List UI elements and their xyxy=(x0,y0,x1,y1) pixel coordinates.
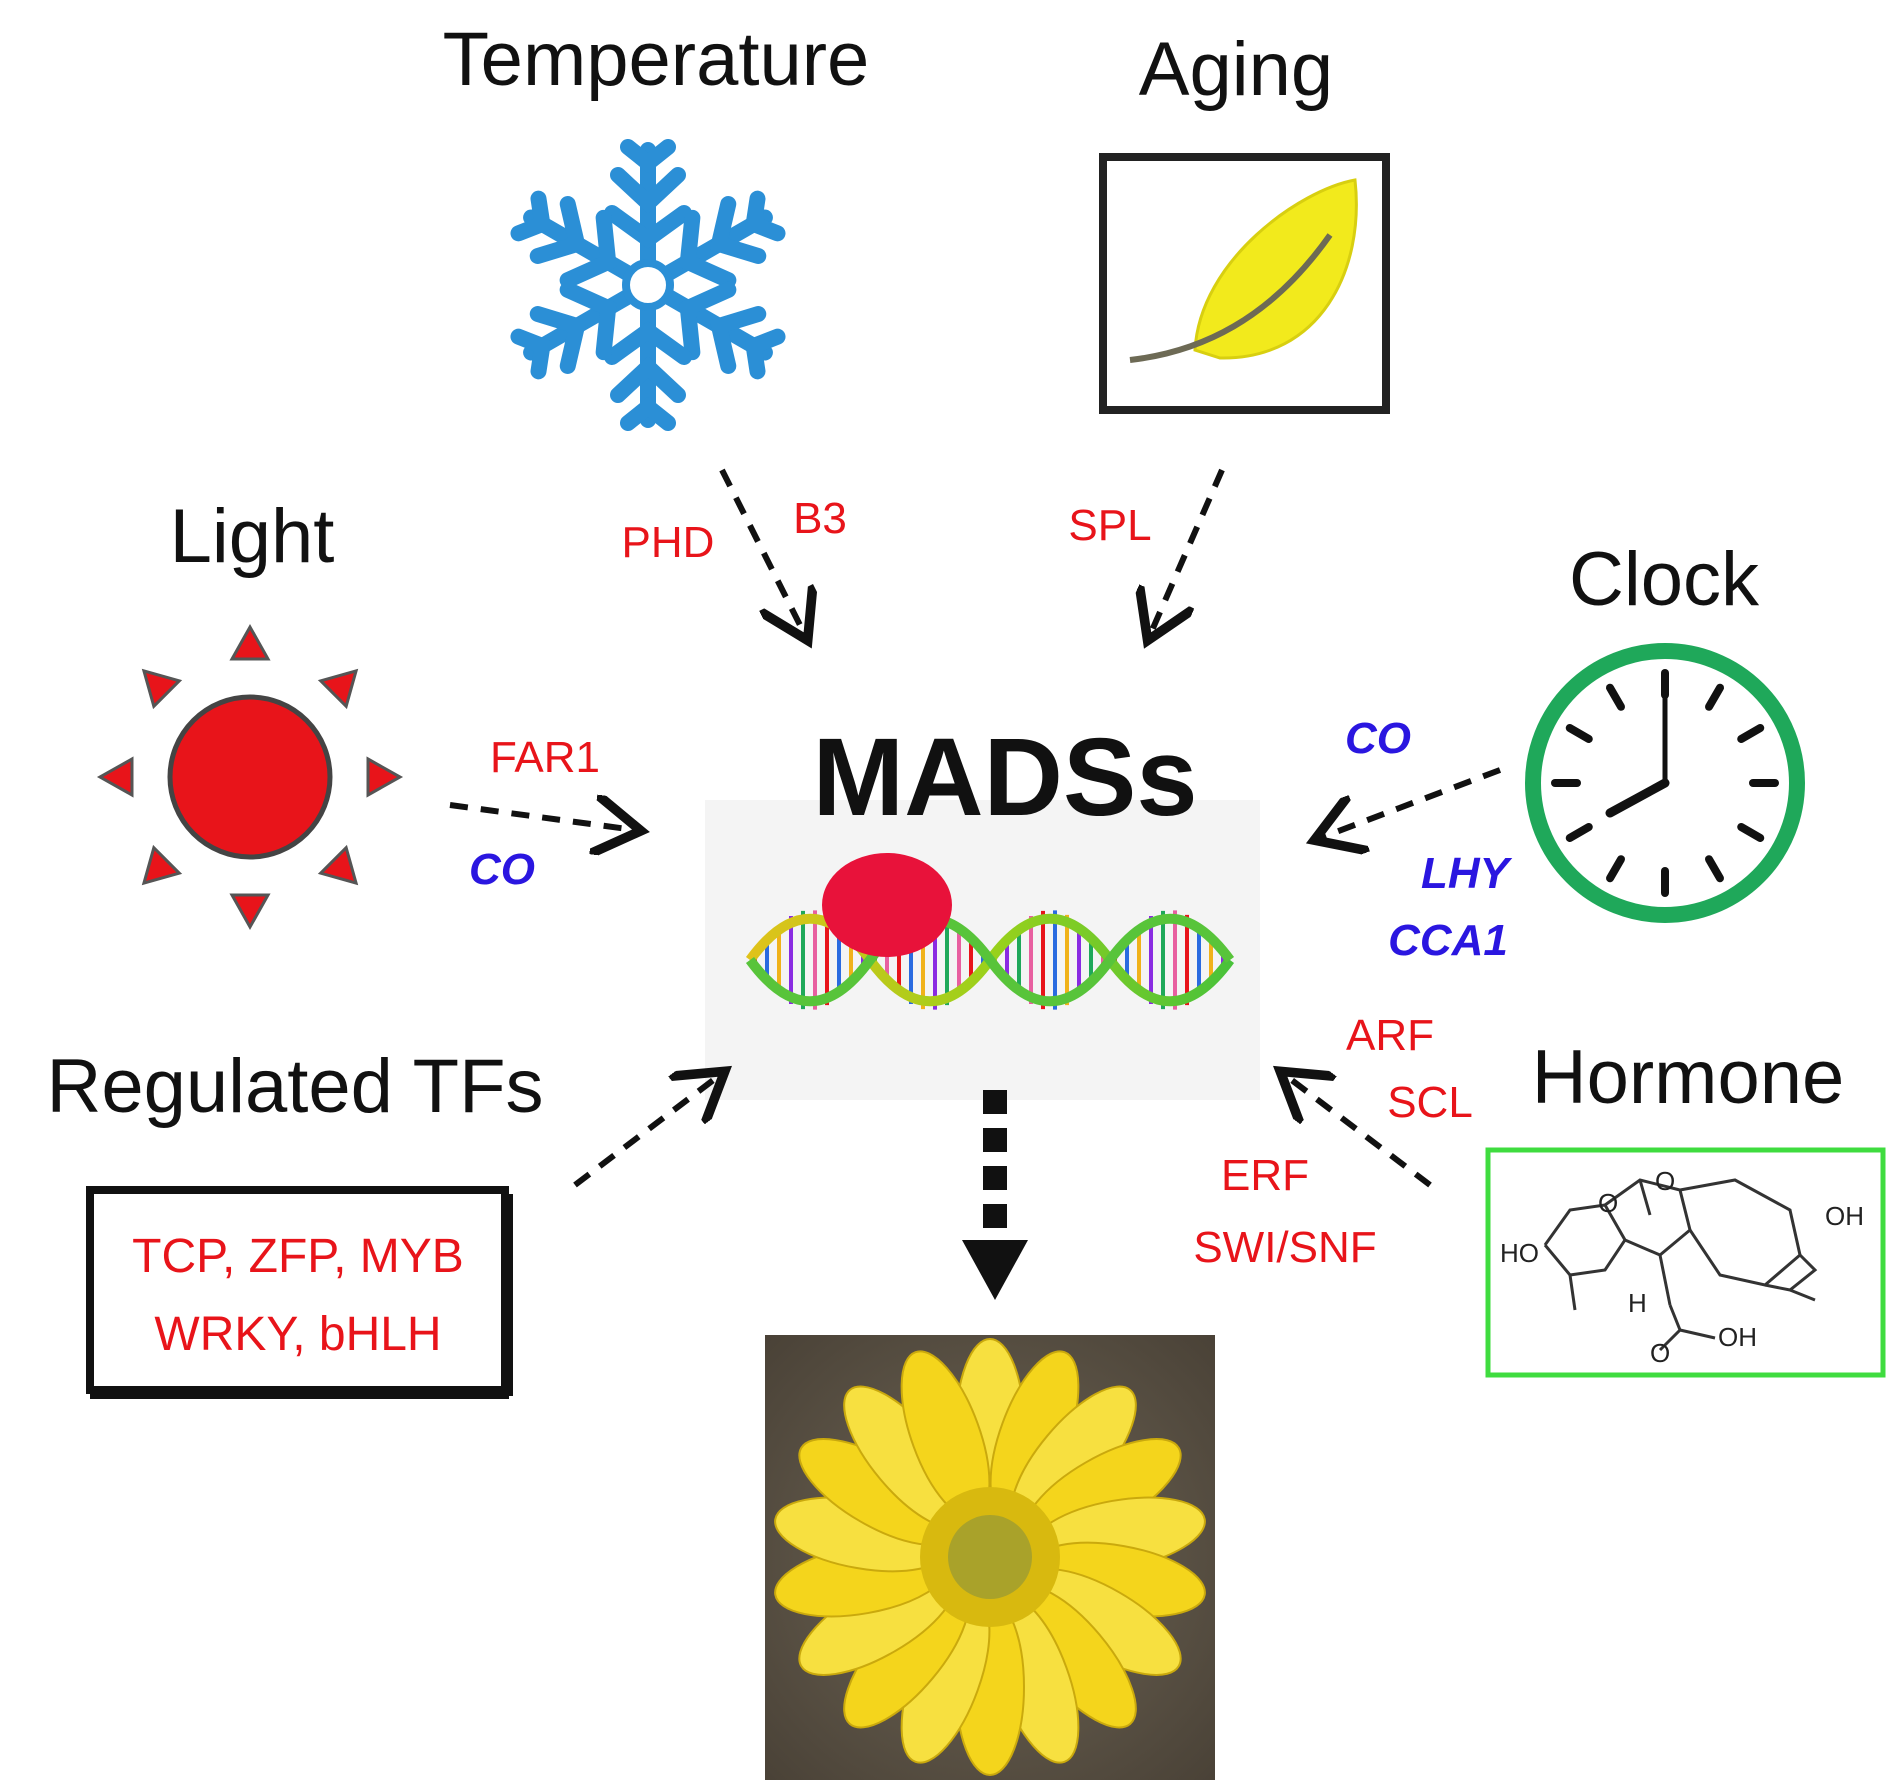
regulator-co-light: CO xyxy=(469,845,535,894)
regulator-erf: ERF xyxy=(1221,1151,1309,1200)
regulator-far1: FAR1 xyxy=(490,733,600,782)
protein-ellipse-icon xyxy=(822,853,952,957)
regulator-swi-snf: SWI/SNF xyxy=(1193,1223,1376,1272)
clock-title: Clock xyxy=(1569,537,1760,622)
atom-ho: HO xyxy=(1500,1238,1539,1268)
atom-oh-acid: OH xyxy=(1718,1322,1757,1352)
tfs-arrow xyxy=(573,1075,720,1188)
tfs-line-2: WRKY, bHLH xyxy=(154,1308,441,1361)
regulated-tfs-box: TCP, ZFP, MYB WRKY, bHLH xyxy=(86,1186,513,1399)
gibberellin-structure-icon: HO OH O O H O OH xyxy=(1485,1147,1886,1378)
tfs-line-1: TCP, ZFP, MYB xyxy=(132,1230,464,1283)
regulator-b3: B3 xyxy=(793,494,847,543)
leaf-icon xyxy=(1099,153,1390,414)
yellow-flower-icon xyxy=(765,1335,1215,1780)
output-arrow xyxy=(962,1090,1028,1300)
atom-o-bridge: O xyxy=(1598,1188,1618,1218)
clock-hour-hand xyxy=(1605,778,1670,818)
clock-icon xyxy=(1525,643,1805,923)
atom-o-top: O xyxy=(1655,1166,1675,1196)
atom-oh-right: OH xyxy=(1825,1201,1864,1231)
regulator-scl: SCL xyxy=(1387,1078,1473,1127)
atom-o-acid: O xyxy=(1650,1338,1670,1368)
regulator-phd: PHD xyxy=(622,518,715,567)
sun-icon xyxy=(96,623,404,931)
hormone-title: Hormone xyxy=(1532,1035,1845,1120)
regulated-tfs-title: Regulated TFs xyxy=(46,1044,543,1129)
aging-title: Aging xyxy=(1139,27,1333,112)
aging-arrow xyxy=(1150,468,1225,635)
madss-title: MADSs xyxy=(812,716,1197,839)
clock-arrow xyxy=(1320,767,1502,838)
regulator-cca1: CCA1 xyxy=(1388,916,1508,965)
regulator-arf: ARF xyxy=(1346,1011,1434,1060)
arrows xyxy=(449,468,1502,1188)
light-arrow xyxy=(449,805,635,830)
atom-h: H xyxy=(1628,1288,1647,1318)
snowflake-icon xyxy=(510,139,785,423)
temperature-title: Temperature xyxy=(443,17,870,102)
regulator-spl: SPL xyxy=(1068,501,1151,550)
regulator-co-clock: CO xyxy=(1345,714,1411,763)
regulator-lhy: LHY xyxy=(1421,849,1513,898)
light-title: Light xyxy=(170,494,335,579)
